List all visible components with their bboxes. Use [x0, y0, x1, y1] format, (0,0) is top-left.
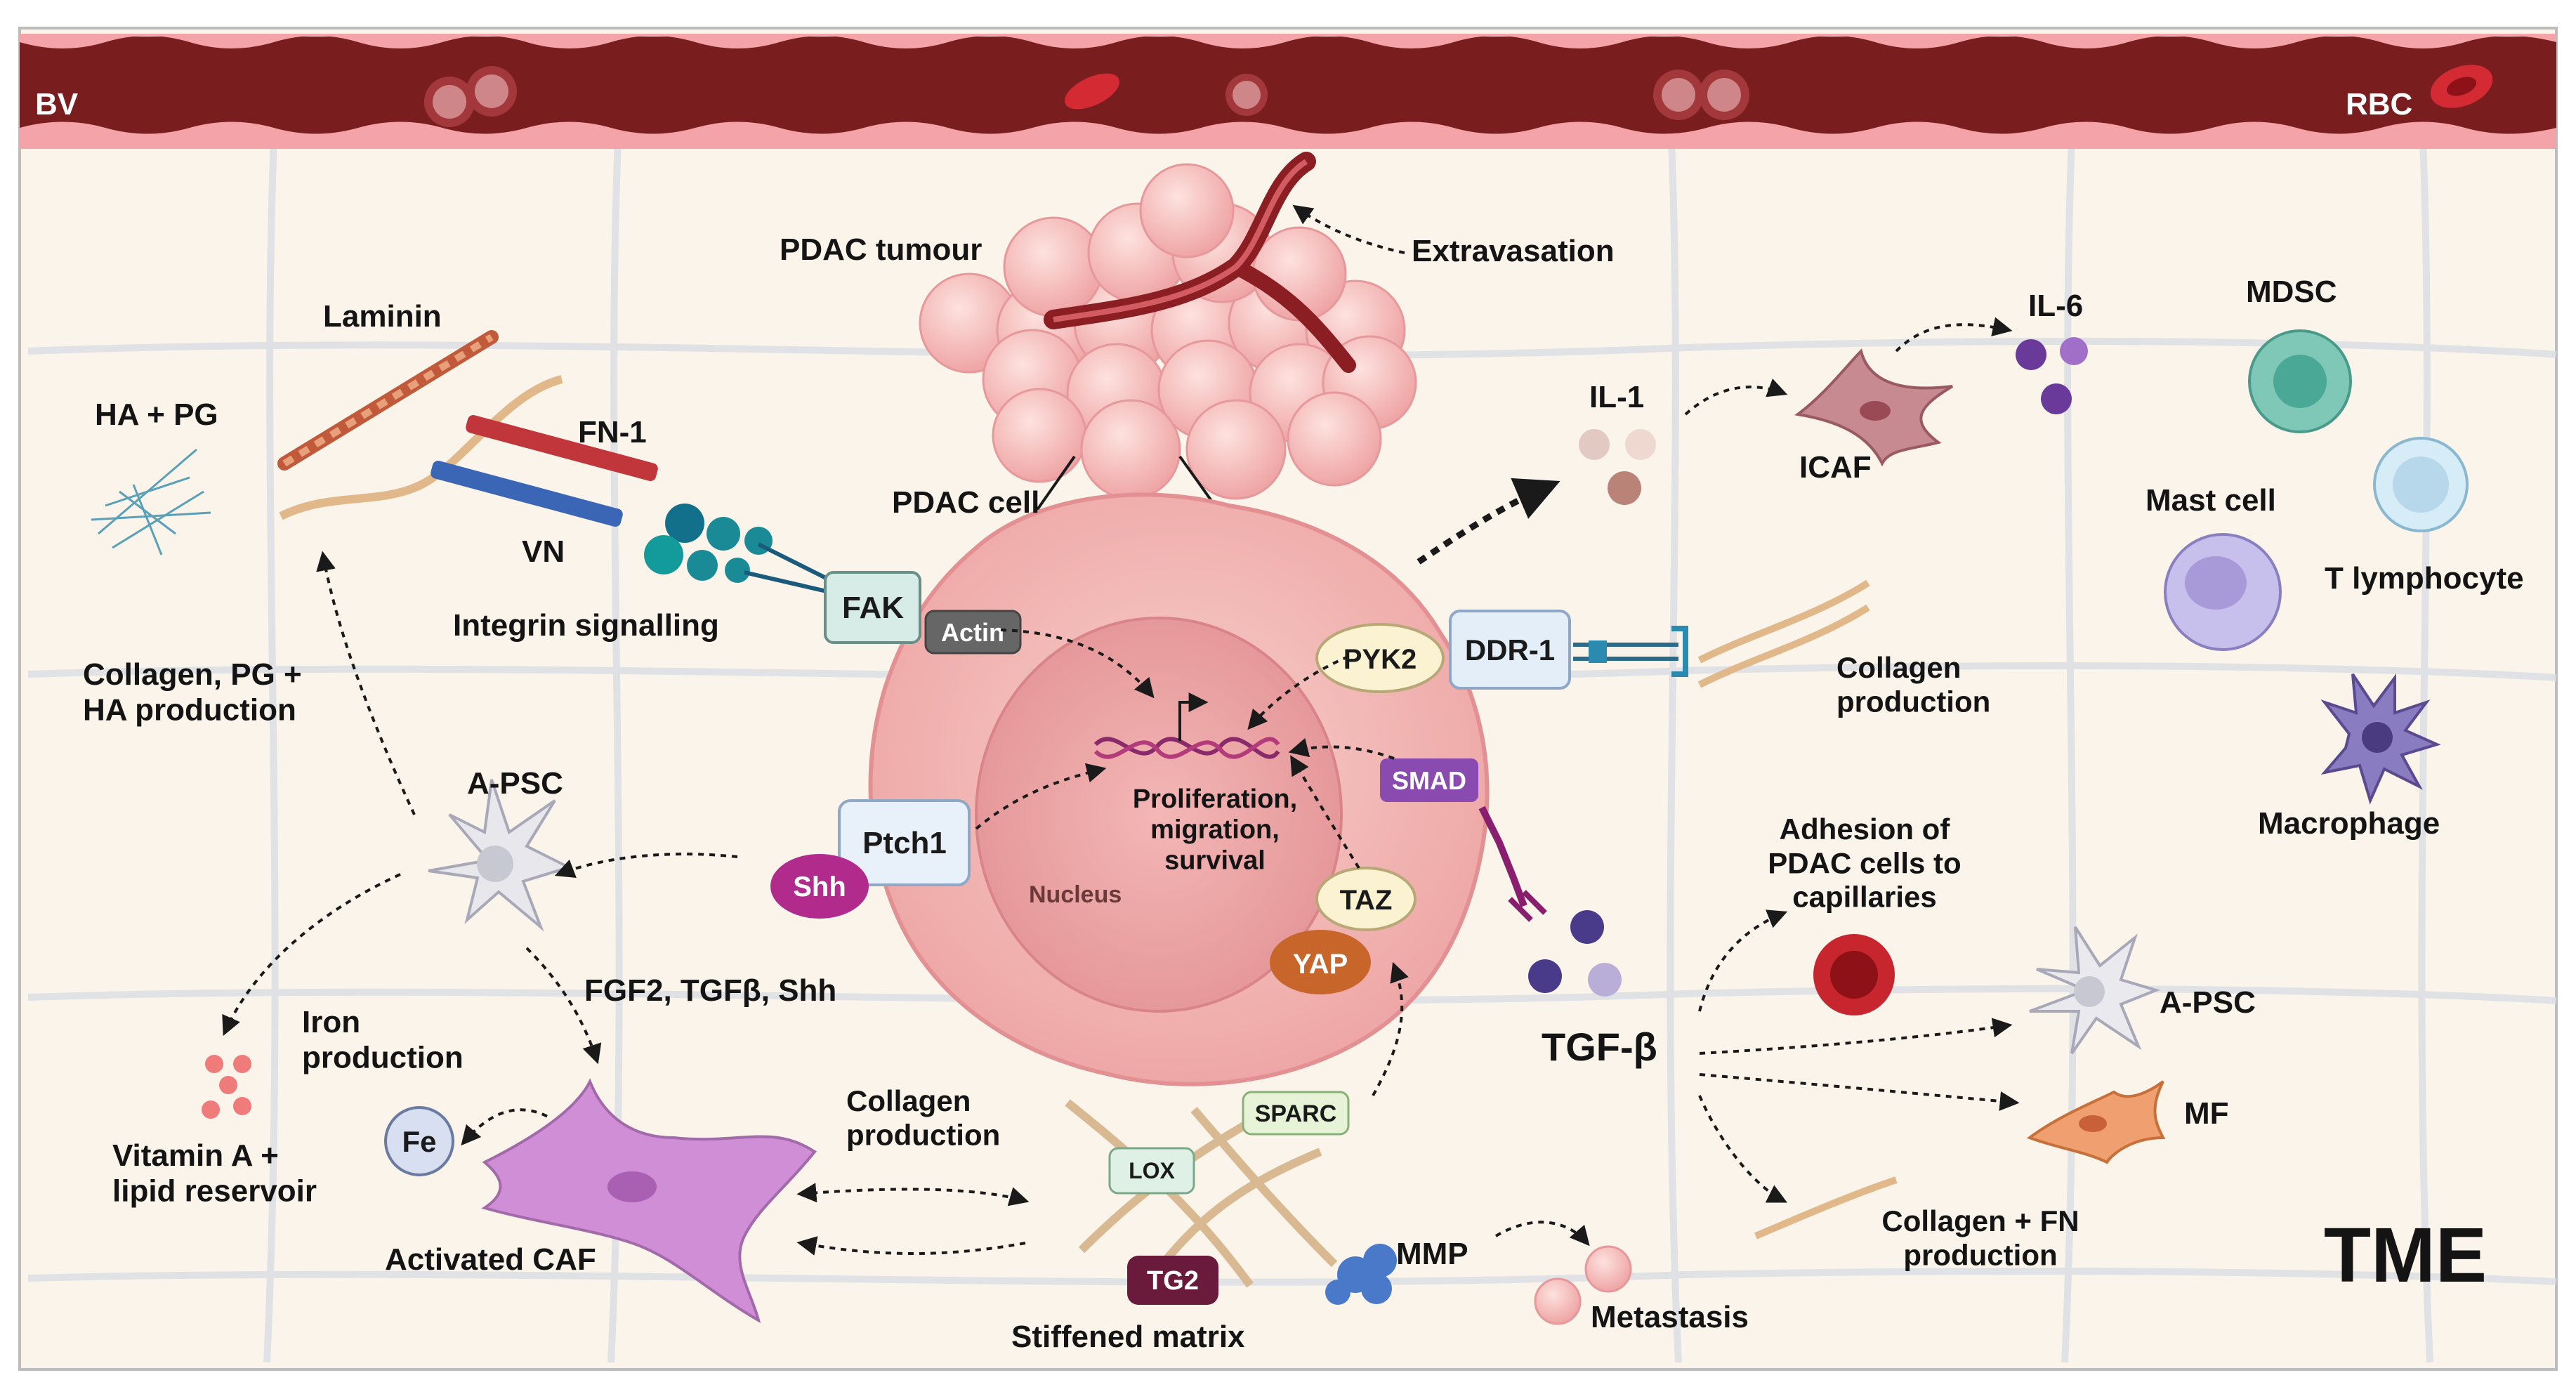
bv-label: BV: [35, 87, 79, 121]
mdsc-label: MDSC: [2246, 275, 2337, 309]
fn1-label: FN-1: [578, 415, 647, 449]
fe-icon: [384, 1106, 454, 1176]
mmp-label: MMP: [1396, 1237, 1468, 1271]
tme-label: TME: [2324, 1212, 2487, 1299]
integrin-group: Laminin HA + PG FN-1 VN Integrin signall…: [91, 299, 1022, 655]
ptch1-box: [838, 799, 971, 886]
activated-caf-label: Activated CAF: [385, 1242, 596, 1277]
macrophage-label: Macrophage: [2258, 806, 2440, 841]
mf-icon: [2026, 1080, 2166, 1164]
taz-label: TAZ: [1340, 885, 1393, 916]
pyk2-badge: [1315, 623, 1445, 693]
t-lymphocyte-label: T lymphocyte: [2325, 561, 2524, 596]
mf-label: MF: [2184, 1096, 2229, 1131]
icaf-label: ICAF: [1799, 450, 1872, 485]
extravasation-label: Extravasation: [1412, 234, 1615, 268]
integrin-signalling-label: Integrin signalling: [453, 608, 719, 643]
sparc-label: SPARC: [1255, 1100, 1337, 1127]
apsc-right-label: A-PSC: [2160, 985, 2256, 1020]
rbc-icon: [1065, 73, 1119, 110]
left-stroma: Collagen, PG +HA production A-PSC Vitami…: [83, 657, 971, 1324]
vn-label: VN: [522, 534, 565, 569]
vitamin-droplets: [202, 1055, 251, 1119]
mmp-icon: [1325, 1244, 1397, 1305]
actin-box: [924, 610, 1022, 655]
pdac-cell-label: PDAC cell: [892, 485, 1039, 520]
il6-particles: [2016, 337, 2088, 414]
tgfb-label: TGF-β: [1542, 1025, 1657, 1069]
flow-arrows: [222, 317, 2020, 1256]
ha-pg-label: HA + PG: [95, 397, 218, 432]
pdac-tumour-label: PDAC tumour: [780, 232, 982, 267]
pdac-tumour: PDAC tumour Extravasation: [780, 152, 1615, 528]
lox-label: LOX: [1129, 1158, 1175, 1183]
fgf-label: FGF2, TGFβ, Shh: [584, 973, 836, 1008]
dna-function-label: Proliferation,migration,survival: [1133, 784, 1297, 875]
shh-label: Shh: [793, 872, 846, 902]
right-immune: IL-1 ICAF IL-6 MDSC Mast cell T lymphocy…: [1542, 275, 2524, 1299]
laminin-label: Laminin: [323, 299, 442, 334]
il1-particles: [1579, 429, 1656, 505]
dna-icon: [1093, 692, 1280, 759]
stiffened-matrix-label: Stiffened matrix: [1011, 1320, 1245, 1354]
apsc-left-label: A-PSC: [467, 766, 563, 801]
fak-box: [824, 571, 921, 644]
icaf-icon: [1794, 348, 1954, 467]
apsc-right-icon: [2029, 926, 2161, 1055]
blood-vessel: BV RBC: [20, 34, 2556, 149]
ddr1-box: [1449, 610, 1571, 690]
pyk2-label: PYK2: [1343, 644, 1417, 675]
il1-label: IL-1: [1589, 380, 1644, 414]
metastasis-label: Metastasis: [1591, 1300, 1749, 1334]
tg2-label: TG2: [1147, 1266, 1199, 1296]
ptch1-label: Ptch1: [862, 826, 947, 860]
mast-cell-label: Mast cell: [2145, 483, 2276, 518]
shh-badge: [770, 854, 869, 919]
nucleus-label: Nucleus: [1029, 881, 1122, 908]
activated-caf-icon: [481, 1078, 817, 1324]
metastasis-cells: [1534, 1245, 1632, 1325]
yap-badge: [1270, 930, 1371, 994]
fak-label: FAK: [842, 591, 904, 625]
pyk2-il1-arrow: [1417, 478, 1560, 565]
actin-label: Actin: [941, 618, 1004, 647]
fe-label: Fe: [402, 1125, 436, 1158]
lox-box: [1108, 1147, 1195, 1195]
tg2-box: [1127, 1256, 1218, 1305]
smad-box: [1380, 758, 1478, 802]
vitamin-label: Vitamin A +lipid reservoir: [112, 1138, 317, 1209]
smad-label: SMAD: [1392, 766, 1466, 795]
collagen-pg-ha-label: Collagen, PG +HA production: [83, 657, 302, 728]
yap-label: YAP: [1293, 949, 1348, 980]
ddr1-label: DDR-1: [1465, 633, 1555, 666]
taz-badge: [1315, 867, 1417, 931]
rbc-label: RBC: [2346, 87, 2412, 121]
il6-label: IL-6: [2028, 289, 2083, 323]
sparc-box: [1242, 1091, 1350, 1136]
macrophage-icon: [2320, 673, 2441, 805]
ha-pg-icon: [91, 448, 211, 556]
